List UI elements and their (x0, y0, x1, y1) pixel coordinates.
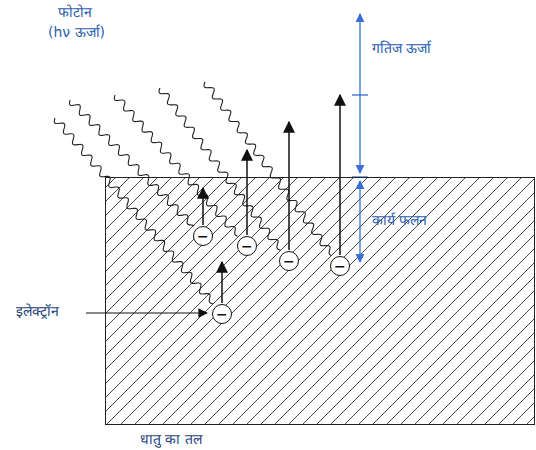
electron-circle: − (193, 226, 213, 246)
work-function-label: कार्य फलन (372, 212, 427, 229)
electron-circle: − (212, 304, 232, 324)
photon-wave (159, 88, 280, 250)
electron-circle: − (237, 236, 257, 256)
electron-sign: − (216, 307, 228, 321)
metal-hatching (105, 177, 535, 425)
electron-circle: − (279, 251, 299, 271)
hatch-lines (105, 177, 535, 425)
photon-label: फोटोन (58, 4, 92, 21)
electron-label: इलेक्ट्रॉन (16, 303, 59, 320)
surface-label: धातु का तल (140, 429, 202, 448)
electron-arrow (288, 122, 290, 250)
electron-arrow (339, 95, 341, 255)
dimension-arrows (352, 14, 368, 262)
kinetic-energy-label: गतिज ऊर्जा (372, 40, 431, 57)
metal-slab: धातु का तल−−−−− (105, 177, 535, 425)
photon-energy-label: (hν ऊर्जा) (48, 24, 105, 41)
electron-arrow (202, 188, 204, 225)
electron-sign: − (241, 239, 253, 253)
electron-sign: − (283, 254, 295, 268)
electron-arrow (246, 150, 248, 235)
electron-arrow (221, 262, 223, 303)
photon-waves (54, 82, 331, 304)
kinetic-energy-arrow (359, 14, 360, 173)
electron-arrows (203, 95, 340, 303)
electron-circle: − (330, 256, 350, 276)
electron-sign: − (334, 259, 346, 273)
work-function-arrow (359, 181, 360, 262)
top-tick (352, 94, 368, 95)
photon-wave (54, 118, 213, 304)
electron-sign: − (197, 229, 209, 243)
photon-wave (204, 82, 332, 256)
